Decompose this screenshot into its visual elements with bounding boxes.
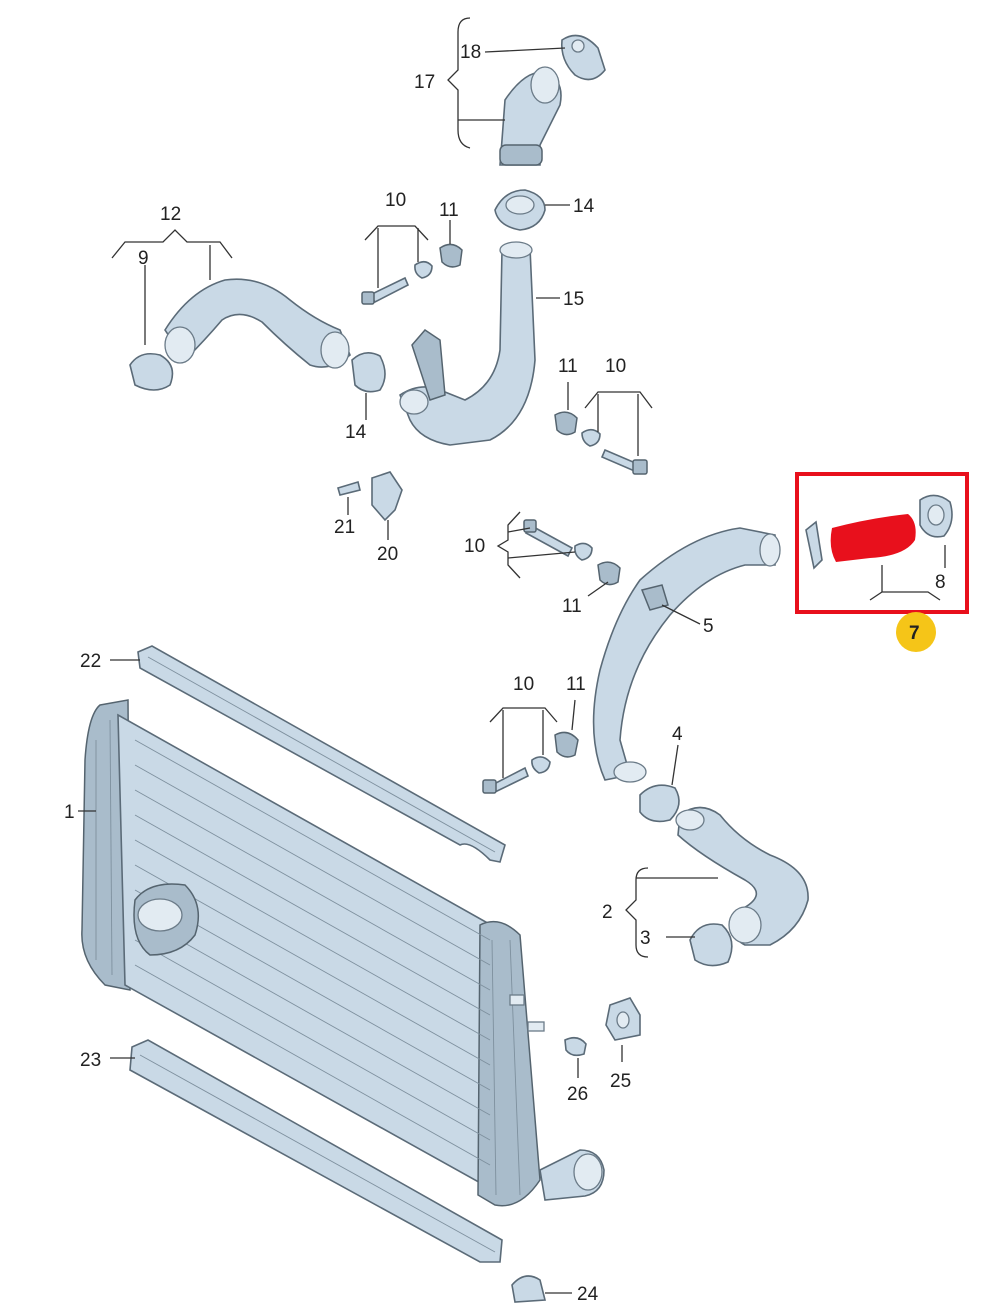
hose-part-9 [164, 278, 351, 369]
clamp-part-14-mid [351, 352, 386, 393]
clamp-part-4 [639, 784, 680, 823]
label-14-mid: 14 [345, 422, 367, 443]
label-12: 12 [160, 204, 181, 225]
label-2: 2 [602, 902, 613, 923]
leader-lines [78, 17, 946, 1294]
bolt-nut-set-mid [523, 519, 621, 586]
label-18: 18 [460, 42, 481, 63]
bottom-rail-part-23 [129, 1039, 503, 1263]
label-1: 1 [64, 802, 75, 823]
pipe-part-5 [592, 527, 781, 783]
pipe-part-15 [399, 241, 536, 446]
bolt-nut-set-right [554, 411, 648, 475]
redacted-part [830, 514, 916, 562]
label-10-top: 10 [385, 190, 406, 211]
clamp-part-3 [689, 923, 733, 967]
label-11-mid: 11 [562, 596, 582, 617]
top-pipe-part-17 [499, 66, 562, 166]
highlight-box [795, 472, 969, 614]
badge-7 [896, 612, 936, 652]
bracket-part-25 [605, 997, 641, 1041]
intercooler-part-1 [81, 699, 605, 1207]
label-10-mid: 10 [464, 536, 485, 557]
label-24: 24 [577, 1284, 599, 1305]
screw-part-21 [337, 480, 361, 496]
clamp-part-14-left [129, 352, 174, 391]
highlighted-part-7-group [795, 472, 969, 652]
screw-part-26 [564, 1036, 587, 1057]
label-14-top: 14 [573, 196, 595, 217]
label-21: 21 [334, 517, 355, 538]
label-20: 20 [377, 544, 398, 565]
label-15: 15 [563, 289, 584, 310]
label-11-top: 11 [439, 200, 459, 221]
bolt-nut-set-top [361, 243, 463, 305]
label-8: 8 [935, 572, 946, 593]
label-11-lower: 11 [566, 674, 586, 695]
label-17: 17 [414, 72, 435, 93]
label-25: 25 [610, 1071, 631, 1092]
top-rail-part-22 [137, 645, 506, 863]
callout-labels: 18 17 14 12 9 10 11 15 14 11 10 21 20 10… [64, 42, 946, 1305]
label-10-lower: 10 [513, 674, 534, 695]
bracket-part-20 [371, 471, 403, 522]
label-23: 23 [80, 1050, 101, 1071]
hose-part-2 [675, 806, 809, 946]
clamp-part-18 [560, 34, 606, 81]
bolt-nut-set-lower [482, 731, 579, 794]
label-11-right: 11 [558, 356, 578, 377]
clip-part-24 [511, 1275, 547, 1303]
label-5: 5 [703, 616, 714, 637]
label-3: 3 [640, 928, 651, 949]
clamp-part-14-top [494, 189, 546, 231]
label-9: 9 [138, 248, 149, 269]
label-22: 22 [80, 651, 101, 672]
label-7: 7 [909, 623, 920, 644]
label-10-right: 10 [605, 356, 626, 377]
label-26: 26 [567, 1084, 588, 1105]
label-4: 4 [672, 724, 683, 745]
